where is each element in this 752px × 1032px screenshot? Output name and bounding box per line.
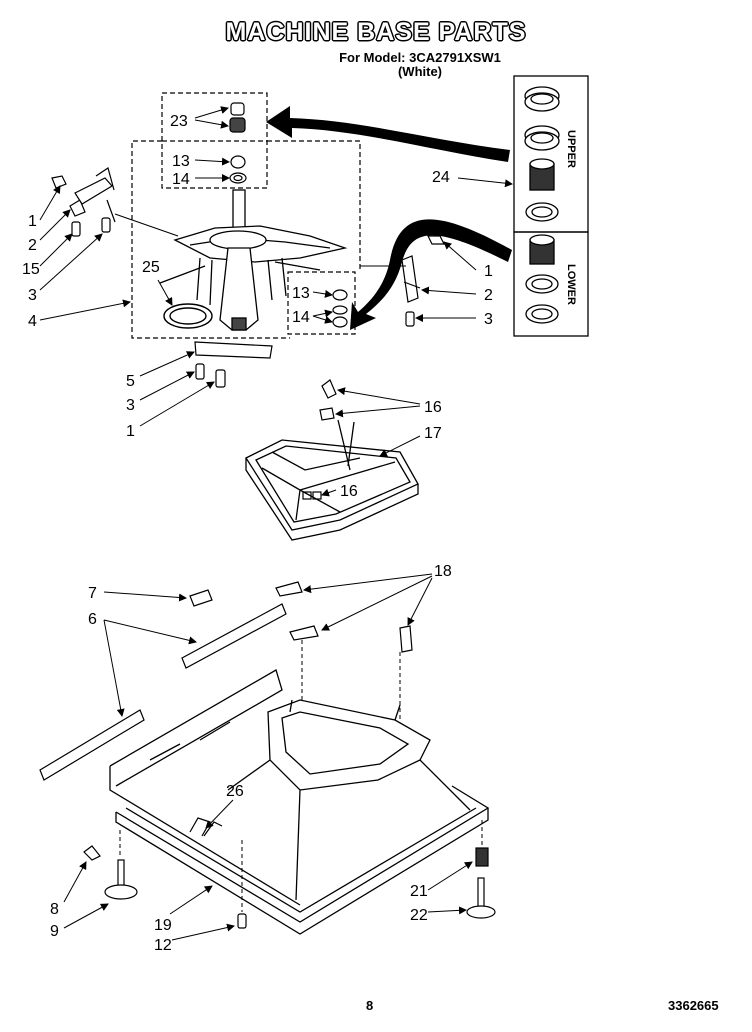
page-title: MACHINE BASE PARTS bbox=[225, 18, 527, 46]
callout-23: 23 bbox=[170, 113, 188, 130]
callout-1-right: 1 bbox=[484, 263, 493, 280]
callout-3-left: 3 bbox=[28, 287, 37, 304]
dashed-box-main bbox=[131, 140, 361, 339]
part-17-frame bbox=[245, 419, 419, 541]
model-line: For Model: 3CA2791XSW1 bbox=[339, 50, 501, 65]
callout-8: 8 bbox=[50, 901, 59, 918]
callout-17: 17 bbox=[424, 425, 442, 442]
callout-3-right: 3 bbox=[484, 311, 493, 328]
callout-16-top: 16 bbox=[424, 399, 442, 416]
part-6-rails bbox=[39, 603, 287, 781]
callout-18: 18 bbox=[434, 563, 452, 580]
callout-7: 7 bbox=[88, 585, 97, 602]
part-16-pads bbox=[302, 379, 337, 500]
part-26-bracket bbox=[189, 817, 223, 837]
callout-1-left: 1 bbox=[28, 213, 37, 230]
callout-4: 4 bbox=[28, 313, 37, 330]
part-21-22-leg-right bbox=[466, 847, 496, 919]
part-12-screw bbox=[237, 913, 247, 929]
callout-5: 5 bbox=[126, 373, 135, 390]
part-14-seal-right bbox=[332, 305, 348, 328]
callout-22: 22 bbox=[410, 907, 428, 924]
dashed-box-right-small bbox=[287, 271, 356, 335]
callout-6: 6 bbox=[88, 611, 97, 628]
part-8-9-leg-left bbox=[83, 845, 138, 900]
part-13-bearing-top bbox=[230, 155, 246, 169]
kit-box-24 bbox=[513, 75, 589, 337]
part-13-bearing-right bbox=[332, 289, 348, 301]
part-4-base-assembly bbox=[159, 189, 348, 331]
callout-3-lower: 3 bbox=[126, 397, 135, 414]
callout-25: 25 bbox=[142, 259, 160, 276]
callout-13-right: 13 bbox=[292, 285, 310, 302]
callout-21: 21 bbox=[410, 883, 428, 900]
kit-label-lower: LOWER bbox=[565, 264, 577, 305]
big-arrow-lower bbox=[350, 219, 512, 330]
kit-upper-parts bbox=[524, 86, 560, 222]
big-arrow-upper bbox=[266, 106, 510, 162]
part-19-base-frame bbox=[109, 669, 490, 935]
callout-13-top: 13 bbox=[172, 153, 190, 170]
callout-14-top: 14 bbox=[172, 171, 190, 188]
callout-16-bottom: 16 bbox=[340, 483, 358, 500]
part-lower-bracket-group bbox=[194, 341, 273, 388]
callout-24: 24 bbox=[432, 169, 450, 186]
document-code: 3362665 bbox=[668, 998, 719, 1013]
callout-14-right: 14 bbox=[292, 309, 310, 326]
dashed-guides-bottom bbox=[119, 640, 483, 912]
color-line: (White) bbox=[397, 64, 443, 79]
part-7-clip bbox=[189, 589, 213, 607]
kit-label-upper: UPPER bbox=[565, 130, 577, 168]
callout-12: 12 bbox=[154, 937, 172, 954]
callout-numbers: 23 13 14 1 2 15 3 4 25 24 1 2 3 13 14 5 … bbox=[22, 113, 493, 954]
callout-9: 9 bbox=[50, 923, 59, 940]
part-25-ring bbox=[163, 303, 213, 329]
callout-26: 26 bbox=[226, 783, 244, 800]
callout-19: 19 bbox=[154, 917, 172, 934]
part-left-bracket-group bbox=[51, 167, 116, 237]
page-number: 8 bbox=[366, 998, 374, 1013]
callout-15: 15 bbox=[22, 261, 40, 278]
callout-leaders bbox=[39, 106, 513, 941]
callout-2-left: 2 bbox=[28, 237, 37, 254]
part-right-bracket-group bbox=[401, 235, 445, 327]
part-14-seal-top bbox=[229, 172, 247, 184]
part-23-bushing bbox=[229, 102, 246, 133]
kit-lower-parts bbox=[525, 234, 559, 324]
callout-2-right: 2 bbox=[484, 287, 493, 304]
callout-1-lower: 1 bbox=[126, 423, 135, 440]
part-18-clips bbox=[275, 581, 413, 653]
